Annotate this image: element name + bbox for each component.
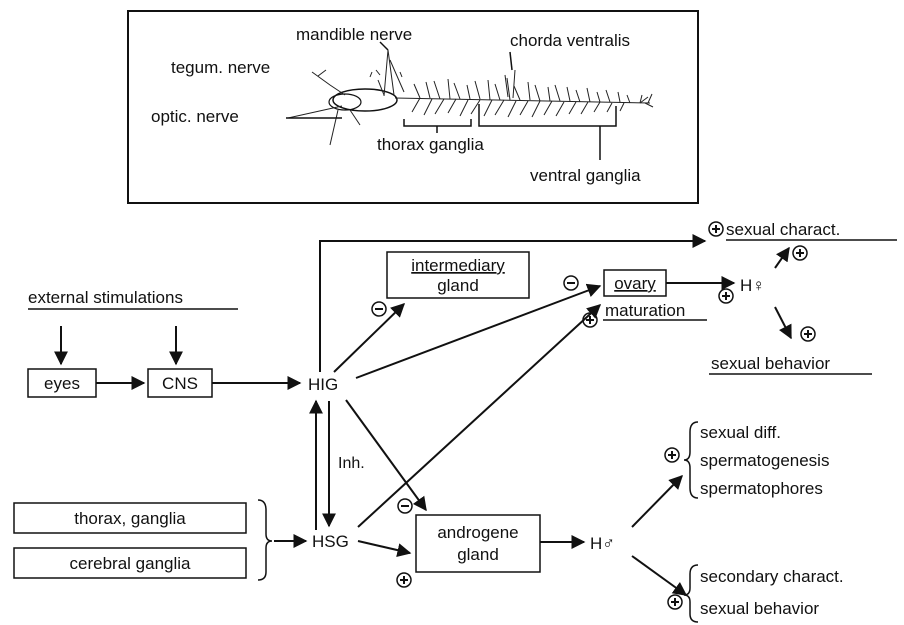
thorax-ganglia-box <box>13 502 247 534</box>
minus-sign-intermediary <box>371 301 387 317</box>
hmale-label: H♂ <box>590 534 615 553</box>
arrow-hig-to-sexual-charact <box>319 234 707 372</box>
arrow-hmale-to-sexual-diff <box>631 475 683 528</box>
ganglia-brace <box>257 499 273 581</box>
sexual-behavior-male-label: sexual behavior <box>700 599 819 618</box>
androgene-label-line1: androgene <box>437 523 518 542</box>
arrow-hig-to-ovary <box>355 283 602 379</box>
intermediary-label-line2: gland <box>437 276 479 295</box>
spermatogenesis-label: spermatogenesis <box>700 451 829 470</box>
thorax-ganglia-box-label: thorax, ganglia <box>74 509 186 528</box>
ovary-box <box>603 269 667 297</box>
plus-sign-sexual-charact <box>792 245 808 261</box>
cns-box <box>147 368 213 398</box>
label-tegum-nerve: tegum. nerve <box>171 58 270 77</box>
plus-sign-sexual-behavior-female <box>800 326 816 342</box>
eyes-label: eyes <box>44 374 80 393</box>
thorax-ganglia-bracket <box>403 119 472 127</box>
cerebral-ganglia-box-label: cerebral ganglia <box>70 554 192 573</box>
sexual-diff-label: sexual diff. <box>700 423 781 442</box>
intermediary-label-line1: intermediary <box>411 256 505 275</box>
arrow-hsg-to-androgene <box>357 540 412 557</box>
maturation-label: maturation <box>605 301 685 320</box>
brace-male-upper <box>683 421 699 499</box>
eyes-box <box>27 368 97 398</box>
sexual-charact-label: sexual charact. <box>726 220 840 239</box>
androgene-gland-box <box>415 514 541 573</box>
plus-sign-sexual-diff <box>664 447 680 463</box>
hig-label: HIG <box>308 375 338 394</box>
arrow-hmale-to-secondary <box>631 555 688 596</box>
plus-sign-sexual-charact-top <box>708 221 724 237</box>
sexual-behavior-female-label: sexual behavior <box>711 354 830 373</box>
anatomy-panel: mandible nerve chorda ventralis tegum. n… <box>127 10 699 204</box>
ovary-label: ovary <box>614 274 656 293</box>
hormone-flow-diagram: external stimulations eyes CNS HIG inter… <box>13 220 897 623</box>
hsg-label: HSG <box>312 532 349 551</box>
cerebral-ganglia-box <box>13 547 247 579</box>
plus-sign-androgene <box>396 572 412 588</box>
nerve-cord-illustration <box>287 49 654 146</box>
spermatophores-label: spermatophores <box>700 479 823 498</box>
plus-sign-hfemale <box>718 288 734 304</box>
minus-sign-ovary <box>563 275 579 291</box>
label-ventral-ganglia: ventral ganglia <box>530 166 641 185</box>
secondary-charact-label: secondary charact. <box>700 567 844 586</box>
arrow-hig-to-androgene <box>345 399 427 512</box>
arrow-hsg-to-maturation <box>357 304 602 528</box>
brace-male-lower <box>683 564 699 623</box>
arrow-hfemale-to-sexual-charact <box>774 246 790 269</box>
label-chorda-ventralis: chorda ventralis <box>510 31 630 50</box>
androgene-label-line2: gland <box>457 545 499 564</box>
intermediary-gland-box <box>386 251 530 299</box>
label-thorax-ganglia: thorax ganglia <box>377 135 484 154</box>
anatomy-frame <box>127 10 699 204</box>
hfemale-label: H♀ <box>740 276 765 295</box>
ventral-ganglia-bracket <box>478 104 617 127</box>
arrow-hfemale-to-sexual-behavior <box>774 306 792 340</box>
cns-label: CNS <box>162 374 198 393</box>
label-mandible-nerve: mandible nerve <box>296 25 412 44</box>
plus-sign-secondary <box>667 594 683 610</box>
minus-sign-androgene <box>397 498 413 514</box>
inh-label: Inh. <box>338 455 365 472</box>
arrow-hig-to-intermediary <box>333 303 406 373</box>
cord-branches <box>369 69 654 118</box>
label-optic-nerve: optic. nerve <box>151 107 239 126</box>
external-stimulations-label: external stimulations <box>28 288 183 307</box>
